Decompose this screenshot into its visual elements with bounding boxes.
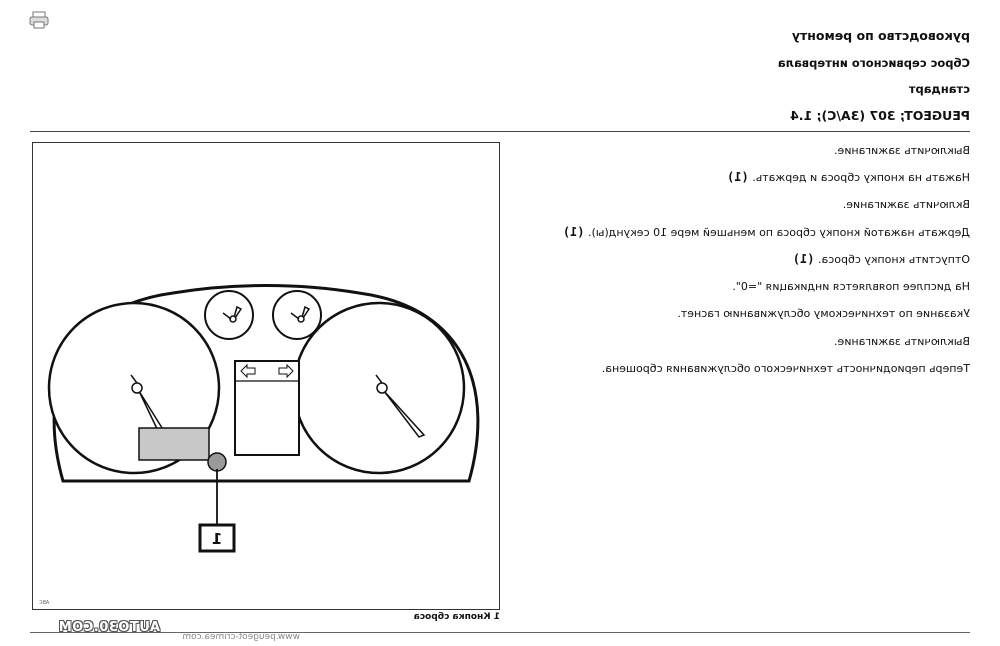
watermark-url: www.peugeot-crimea.com	[182, 632, 300, 642]
step-4: Держать нажатой кнопку сброса по меньшей…	[562, 225, 970, 239]
instrument-cluster-figure: 1 ABC	[32, 142, 500, 610]
odometer-screen	[138, 427, 210, 461]
procedure-title: Сброс сервисного интервала	[777, 56, 970, 70]
display-arrow-left	[278, 363, 294, 379]
step-callout: (1)	[792, 252, 815, 266]
printer-icon[interactable]	[28, 10, 50, 30]
step-7: Указание по техническому обслуживанию га…	[677, 307, 970, 320]
procedure-type: стандарт	[908, 82, 970, 96]
figure-caption: 1 Кнопка сброса	[413, 612, 500, 622]
callout-box	[198, 523, 236, 553]
display-arrow-right	[240, 363, 256, 379]
step-9: Теперь периодичность технического обслуж…	[601, 362, 970, 375]
small-gauge-left-needle	[222, 305, 243, 323]
step-callout: (1)	[727, 170, 749, 184]
manual-title: руководство по ремонту	[791, 28, 970, 43]
central-display	[234, 360, 300, 456]
callout-label: 1	[212, 530, 222, 548]
vehicle-model: PEUGEOT; 307 (3A/C); 1.4	[790, 108, 970, 123]
small-gauge-left	[204, 290, 254, 340]
figure-tag: ABC	[39, 600, 50, 606]
step-6: На дисплее появляется индикация "=0".	[732, 280, 970, 293]
header-divider	[30, 131, 970, 132]
instrument-cluster-drawing: 1	[47, 284, 480, 553]
small-gauge-right	[272, 290, 322, 340]
step-1: Выключить зажигание.	[834, 144, 970, 157]
right-dial-needle	[375, 374, 426, 438]
step-8: Выключить зажигание.	[834, 335, 970, 348]
footer-divider	[30, 632, 970, 633]
reset-button	[207, 452, 227, 472]
step-5: Отпустить кнопку сброса. (1)	[792, 252, 970, 266]
step-2: Нажать на кнопку сброса и держать. (1)	[727, 170, 970, 184]
small-gauge-right-needle	[290, 305, 311, 323]
watermark-logo: AUTO30.COM	[58, 620, 160, 635]
step-callout: (1)	[562, 225, 585, 239]
step-3: Включить зажигание.	[842, 198, 970, 211]
